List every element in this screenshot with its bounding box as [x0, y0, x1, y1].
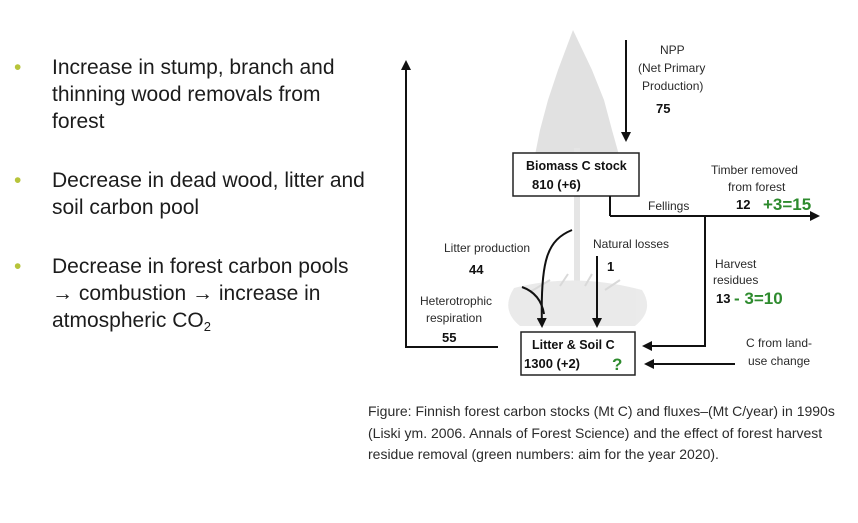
litter-soil-value: 1300 (+2) [524, 356, 580, 371]
harvest-residues-label-2: residues [713, 273, 758, 287]
bullet-text: Increase in stump, branch and thinning w… [52, 56, 335, 133]
bullet-dot: • [14, 167, 21, 194]
heterotrophic-value: 55 [442, 330, 456, 345]
bullet-subscript: 2 [204, 319, 211, 334]
bullet-text: Decrease in forest carbon pools → combus… [52, 255, 349, 332]
harvest-residues-arrow [644, 216, 705, 346]
bullet-list: • Increase in stump, branch and thinning… [14, 54, 374, 372]
harvest-residues-label: Harvest [715, 257, 757, 271]
litter-soil-title: Litter & Soil C [532, 338, 615, 352]
timber-value: 12 [736, 197, 750, 212]
bullet-dot: • [14, 54, 21, 81]
bullet-text: Decrease in dead wood, litter and soil c… [52, 169, 365, 219]
timber-green: +3=15 [763, 195, 811, 214]
heterotrophic-label: Heterotrophic [420, 294, 492, 308]
bullet-item: • Decrease in forest carbon pools → comb… [14, 253, 374, 340]
land-use-label-2: use change [748, 354, 810, 368]
natural-losses-value: 1 [607, 259, 614, 274]
heterotrophic-label-2: respiration [426, 311, 482, 325]
litter-production-label: Litter production [444, 241, 530, 255]
npp-label-3: Production) [642, 79, 703, 93]
litter-soil-green: ? [612, 355, 622, 374]
litter-production-value: 44 [469, 262, 484, 277]
figure-caption: Figure: Finnish forest carbon stocks (Mt… [368, 401, 852, 466]
npp-value: 75 [656, 101, 670, 116]
npp-label: NPP [660, 43, 685, 57]
natural-losses-label: Natural losses [593, 237, 669, 251]
bullet-dot: • [14, 253, 21, 280]
biomass-title: Biomass C stock [526, 159, 627, 173]
harvest-residues-value: 13 [716, 291, 730, 306]
npp-label-2: (Net Primary [638, 61, 705, 75]
biomass-value: 810 (+6) [532, 177, 581, 192]
harvest-residues-green: - 3=10 [734, 289, 783, 308]
timber-label: Timber removed [711, 163, 798, 177]
bullet-item: • Decrease in dead wood, litter and soil… [14, 167, 374, 221]
timber-label-2: from forest [728, 180, 786, 194]
carbon-flux-diagram: Biomass C stock 810 (+6) Litter & Soil C… [380, 30, 830, 380]
land-use-label: C from land- [746, 336, 812, 350]
bullet-item: • Increase in stump, branch and thinning… [14, 54, 374, 135]
fellings-label: Fellings [648, 199, 689, 213]
